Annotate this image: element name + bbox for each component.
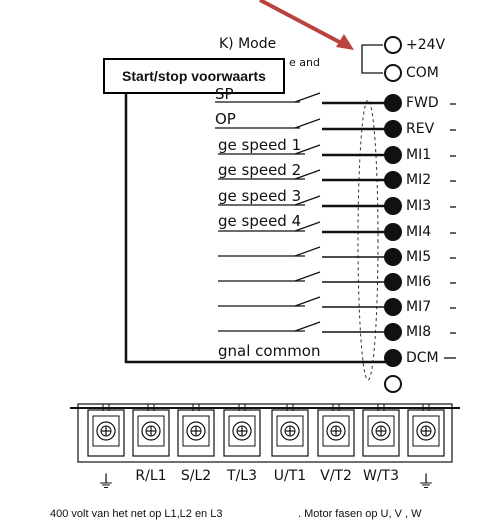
mode-subtext: e and [289,56,320,69]
terminal-fwd [384,94,402,112]
terminal-label: FWD [406,95,439,111]
terminal-mi2 [384,171,402,189]
terminal-24v [384,36,402,54]
caption-mains: 400 volt van het net op L1,L2 en L3 [50,508,223,520]
start-stop-callout: Start/stop voorwaarts [103,58,285,94]
power-terminal-label: R/L1 [135,468,167,484]
screw-terminal [177,404,215,457]
terminal-label: MI2 [406,172,432,188]
input-label: gnal common [218,342,321,360]
terminal-mi8 [384,323,402,341]
input-label: OP [215,110,236,128]
terminal-com [384,64,402,82]
input-label: SP [215,85,234,103]
switch-line [218,169,386,182]
power-terminal-label: S/L2 [180,468,212,484]
power-terminal-label: T/L3 [227,468,257,484]
input-label: ge speed 2 [218,161,302,179]
power-terminal-label: U/T1 [273,468,307,484]
terminal-group-outline [357,99,379,381]
ground-icon: ⏚ [97,472,115,493]
screw-terminal [87,404,125,457]
terminal-circles [384,36,456,393]
switch-line [218,195,386,208]
terminal-label: MI4 [406,224,432,240]
terminal-mi1 [384,146,402,164]
switch-line [218,246,386,258]
switch-line [218,144,386,157]
terminal-mi3 [384,197,402,215]
screw-terminal [317,404,355,457]
mode-text: K) Mode [219,36,277,52]
switch-line [215,92,386,105]
screw-terminal [362,404,400,457]
switch-line [218,296,386,308]
terminal-label: COM [406,65,439,81]
power-terminal-block [70,403,460,463]
terminal-label: REV [406,121,435,137]
screw-terminal [407,404,445,457]
input-label: ge speed 3 [218,187,302,205]
terminal-rev [384,120,402,138]
switch-line [218,321,386,333]
switch-line [215,118,386,131]
screw-terminal [223,404,261,457]
terminal-label: MI8 [406,324,432,340]
terminal-label: MI5 [406,249,432,265]
terminal-extra [384,375,402,393]
input-label: ge speed 1 [218,136,302,154]
power-terminal-label: W/T3 [362,468,400,484]
common-wire [124,74,388,364]
terminal-label: MI3 [406,198,432,214]
terminal-mi6 [384,273,402,291]
terminal-mi7 [384,298,402,316]
annotation-arrow [259,0,354,50]
terminal-label: +24V [406,37,446,53]
terminal-mi4 [384,223,402,241]
supply-bracket [361,44,383,74]
switch-line [218,271,386,283]
power-terminal-label: V/T2 [320,468,352,484]
terminal-mi5 [384,248,402,266]
switch-line [218,221,386,234]
terminal-dcm [384,349,402,367]
screw-terminal [132,404,170,457]
switch-lines [215,92,386,333]
terminal-label: MI6 [406,274,432,290]
terminal-label: DCM [406,350,439,366]
screw-terminal [271,404,309,457]
caption-motor: . Motor fasen op U, V , W [298,508,422,520]
terminal-label: MI7 [406,299,432,315]
input-label: ge speed 4 [218,212,302,230]
ground-icon: ⏚ [417,472,435,493]
terminal-label: MI1 [406,147,432,163]
